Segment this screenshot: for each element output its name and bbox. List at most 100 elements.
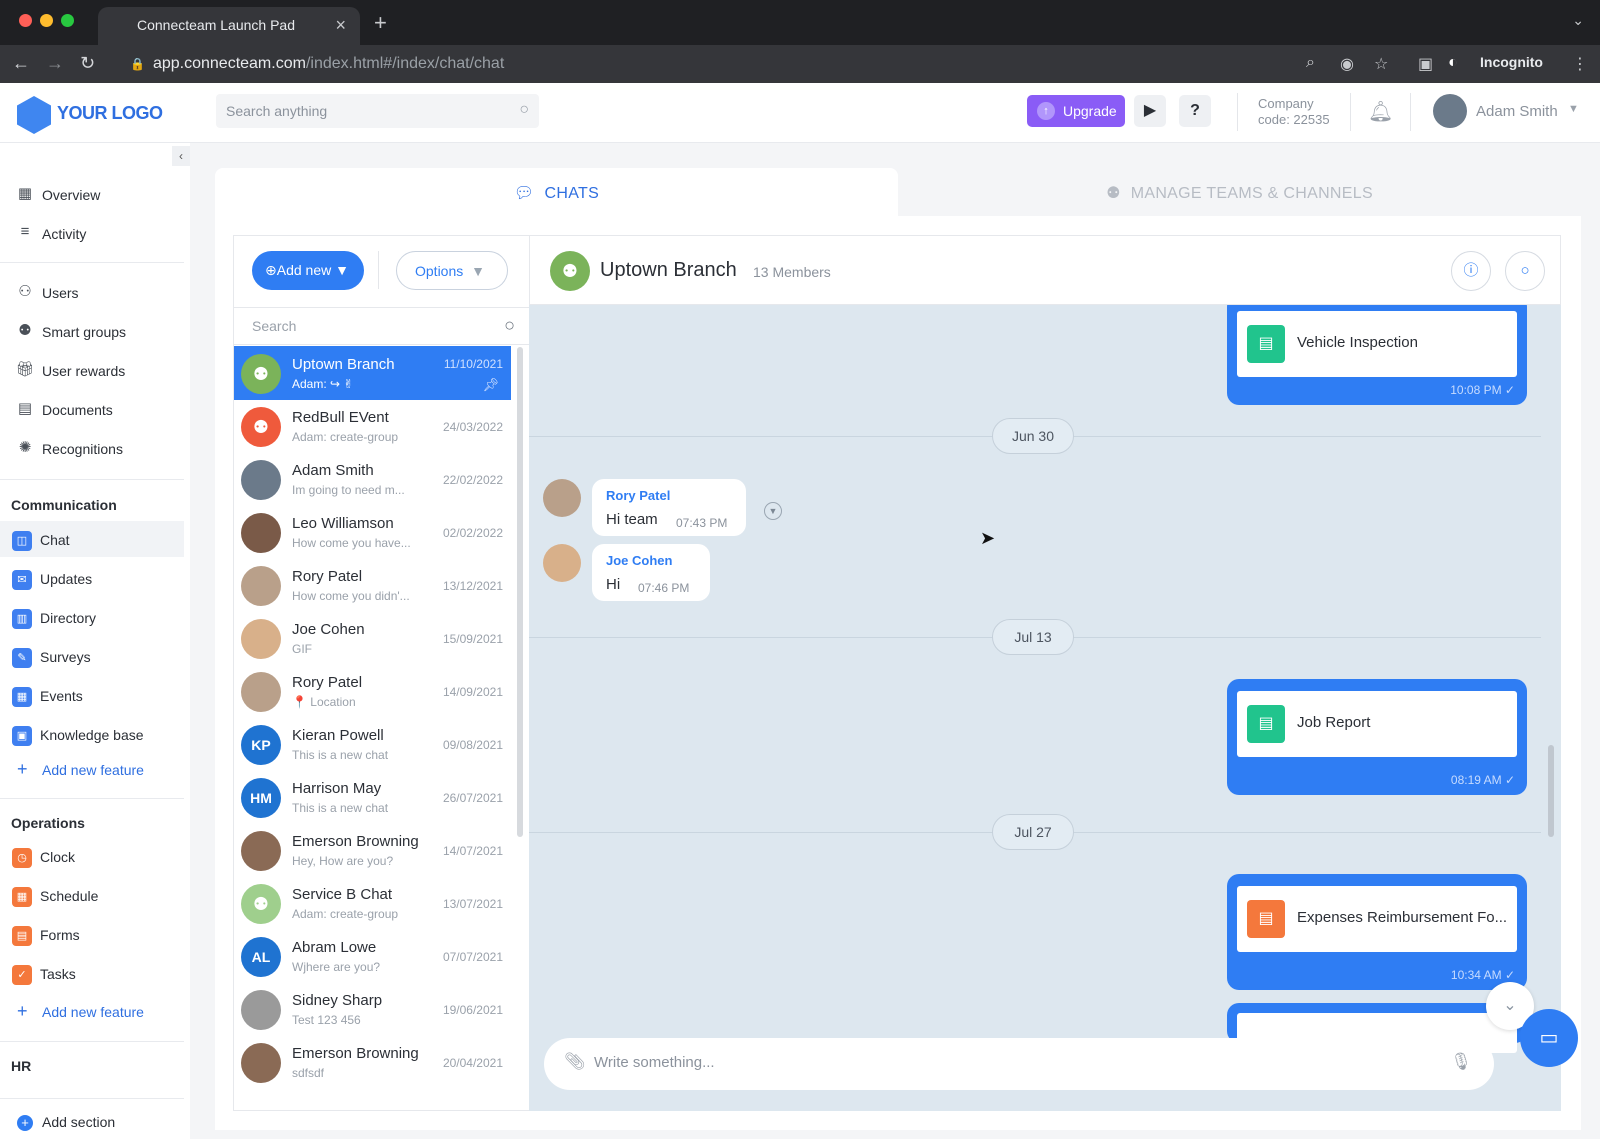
form-message[interactable]: ▤ Vehicle Inspection 10:08 PM ✓ xyxy=(1227,305,1527,405)
sidebar-item-smart-groups[interactable]: ⚉ Smart groups xyxy=(0,313,184,349)
options-button[interactable]: Options ▼ xyxy=(396,251,508,290)
sidebar-item-tasks[interactable]: ✓ Tasks xyxy=(0,955,184,991)
sidebar-item-recognitions[interactable]: ✺ Recognitions xyxy=(0,430,184,466)
forward-icon[interactable]: → xyxy=(46,53,64,73)
conversation-preview: This is a new chat xyxy=(292,801,389,815)
microphone-icon[interactable]: 🎙︎ xyxy=(1450,1052,1472,1071)
sidebar-item-knowledge-base[interactable]: ▣ Knowledge base xyxy=(0,716,184,752)
sidebar-item-activity[interactable]: ≡ Activity xyxy=(0,215,184,251)
reload-icon[interactable]: ↻ xyxy=(80,53,96,73)
message-options-chevron-icon[interactable]: ▼ xyxy=(764,502,782,520)
sidebar-item-directory[interactable]: ▥ Directory xyxy=(0,599,184,635)
close-window-button[interactable] xyxy=(19,14,32,27)
conversation-name: Emerson Browning xyxy=(292,833,419,850)
sidebar-item-documents[interactable]: ▤ Documents xyxy=(0,391,184,427)
url-host: app.connecteam.com xyxy=(152,55,306,72)
chat-search-input[interactable]: Search ○ xyxy=(233,307,529,345)
url-field[interactable]: 🔒app.connecteam.com/index.html#/index/ch… xyxy=(118,50,1438,78)
support-chat-launcher-icon[interactable]: ▭ xyxy=(1520,1009,1578,1067)
form-message[interactable]: ▤ Job Report 08:19 AM ✓ xyxy=(1227,679,1527,795)
user-name[interactable]: Adam Smith xyxy=(1476,103,1558,120)
add-feature-operations-button[interactable]: + Add new feature xyxy=(0,998,184,1028)
back-icon[interactable]: ← xyxy=(12,53,30,73)
conversation-title[interactable]: Uptown Branch xyxy=(600,259,737,281)
sidebar-item-surveys[interactable]: ✎ Surveys xyxy=(0,638,184,674)
incognito-label[interactable]: Incognito xyxy=(1480,54,1543,70)
browser-menu-icon[interactable]: ⋮ xyxy=(1572,56,1588,73)
info-button[interactable]: ⓘ xyxy=(1451,251,1491,291)
message-composer-input[interactable]: 📎︎ Write something... 🎙︎ xyxy=(544,1038,1494,1090)
member-count[interactable]: 13 Members xyxy=(753,264,831,280)
close-tab-icon[interactable]: × xyxy=(335,15,346,35)
tab-chats[interactable]: 💬︎CHATS xyxy=(215,168,898,216)
sender-avatar[interactable] xyxy=(543,479,581,517)
browser-tab[interactable]: Connecteam Launch Pad × xyxy=(98,7,360,45)
attachment-paperclip-icon[interactable]: 📎︎ xyxy=(564,1052,586,1071)
sidebar-item-events[interactable]: ▦ Events xyxy=(0,677,184,713)
upgrade-button[interactable]: ↑ Upgrade xyxy=(1027,95,1125,127)
conversation-date: 20/04/2021 xyxy=(442,1056,503,1070)
help-button[interactable]: ? xyxy=(1179,95,1211,127)
incoming-message[interactable]: Rory Patel Hi team 07:43 PM xyxy=(592,479,746,536)
add-new-button[interactable]: ⊕Add new ▼ xyxy=(252,251,364,290)
global-search-input[interactable]: Search anything ○ xyxy=(216,94,539,128)
sidebar-item-chat[interactable]: ◫ Chat xyxy=(0,521,184,557)
conversation-name: Joe Cohen xyxy=(292,621,365,638)
new-tab-icon[interactable]: + xyxy=(374,10,387,35)
form-card[interactable]: ▤ Job Report xyxy=(1237,691,1517,757)
user-photo-avatar xyxy=(241,831,281,871)
sidebar-item-clock[interactable]: ◷ Clock xyxy=(0,838,184,874)
sidebar-item-overview[interactable]: ▦ Overview xyxy=(0,176,184,212)
sidepanel-icon[interactable]: ▣ xyxy=(1418,56,1434,73)
collapse-sidebar-button[interactable]: ‹ xyxy=(172,146,190,166)
tracking-icon[interactable]: ◉ xyxy=(1340,56,1354,73)
sender-avatar[interactable] xyxy=(543,544,581,582)
sidebar-item-updates[interactable]: ✉ Updates xyxy=(0,560,184,596)
chat-list-scrollbar[interactable] xyxy=(517,347,523,837)
user-menu-caret-icon[interactable]: ▼ xyxy=(1568,103,1579,115)
tab-manage-teams-channels[interactable]: ⚉MANAGE TEAMS & CHANNELS xyxy=(898,168,1581,216)
form-card[interactable]: ▤ Expenses Reimbursement Fo... xyxy=(1237,886,1517,952)
add-feature-communication-button[interactable]: + Add new feature xyxy=(0,756,184,786)
conversation-name: Emerson Browning xyxy=(292,1045,419,1062)
tab-search-icon[interactable]: ⌄ xyxy=(1572,12,1584,28)
notifications-bell-icon[interactable]: 🔔︎ xyxy=(1368,101,1394,123)
form-message-partial[interactable] xyxy=(1227,1003,1527,1053)
user-avatar[interactable] xyxy=(1433,94,1467,128)
add-section-label: Add section xyxy=(42,1114,116,1130)
sidebar-item-forms[interactable]: ▤ Forms xyxy=(0,916,184,952)
add-section-button[interactable]: + Add section xyxy=(0,1108,184,1138)
minimize-window-button[interactable] xyxy=(40,14,53,27)
add-feature-label: Add new feature xyxy=(42,762,144,778)
sidebar-item-user-rewards[interactable]: 🎁︎ User rewards xyxy=(0,352,184,388)
form-card[interactable]: ▤ Vehicle Inspection xyxy=(1237,311,1517,377)
bookmark-star-icon[interactable]: ☆ xyxy=(1374,56,1389,73)
sidebar-item-users[interactable]: ⚇ Users xyxy=(0,274,184,310)
maximize-window-button[interactable] xyxy=(61,14,74,27)
pin-icon[interactable]: 📌︎ xyxy=(482,377,499,392)
incoming-message[interactable]: Joe Cohen Hi 07:46 PM xyxy=(592,544,710,601)
conversation-date: 26/07/2021 xyxy=(442,791,503,805)
message-scrollbar[interactable] xyxy=(1548,745,1554,837)
search-conversation-button[interactable]: ○ xyxy=(1505,251,1545,291)
zoom-icon[interactable]: ⌕ xyxy=(1306,54,1315,71)
sidebar-item-schedule[interactable]: ▦ Schedule xyxy=(0,877,184,913)
conversation-date: 13/12/2021 xyxy=(442,579,503,593)
conversation-preview: This is a new chat xyxy=(292,748,389,762)
form-message[interactable]: ▤ Expenses Reimbursement Fo... 10:34 AM … xyxy=(1227,874,1527,990)
play-video-button[interactable]: ▶ xyxy=(1134,95,1166,127)
